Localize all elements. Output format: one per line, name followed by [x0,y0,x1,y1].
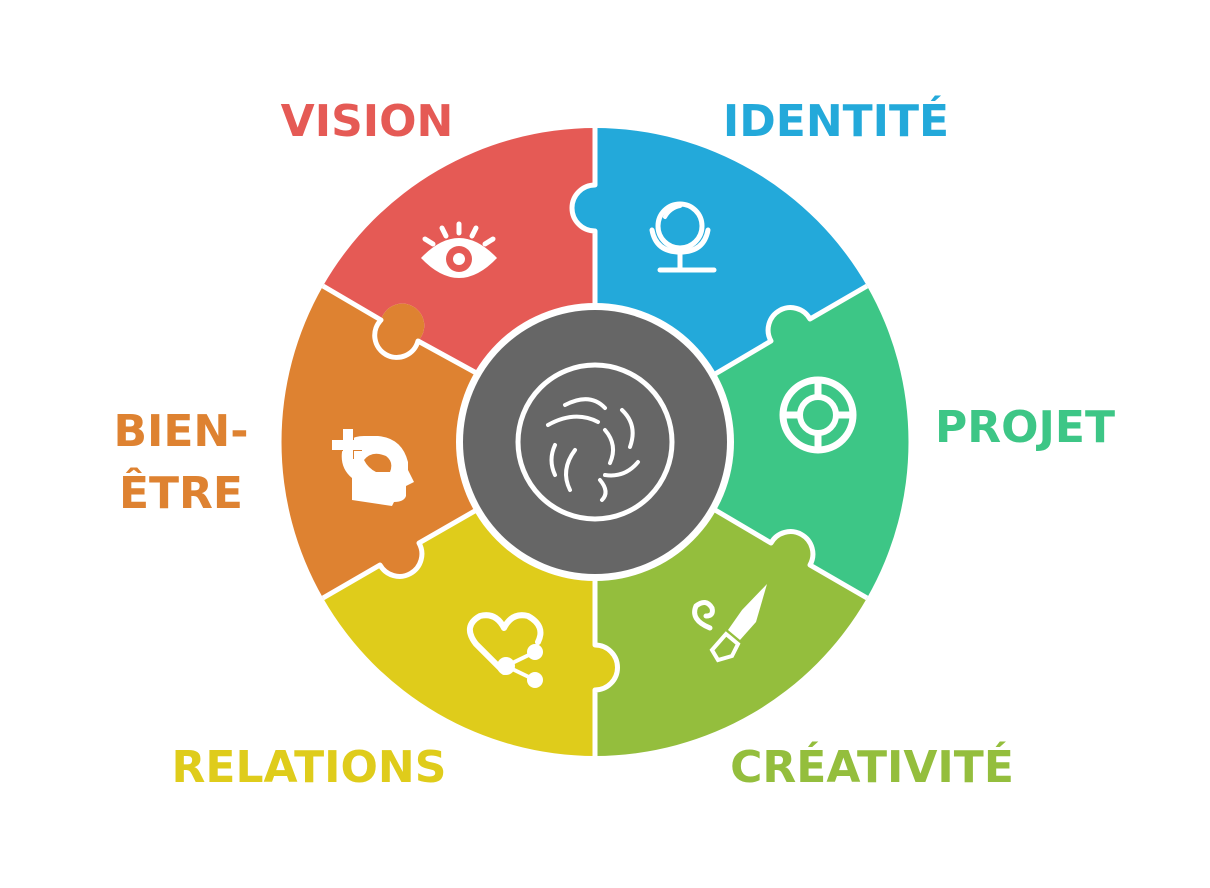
segment-labels: VISION IDENTITÉ PROJET CRÉATIVITÉ RELATI… [113,94,1115,793]
label-bien-etre-line2: ÊTRE [119,466,243,519]
spiral-icon [546,397,640,502]
label-creativite: CRÉATIVITÉ [730,740,1014,793]
heart-share-icon [467,612,544,688]
head-plus-icon [332,429,414,506]
label-bien-etre-line1: BIEN- [113,406,248,457]
segment-seams [321,128,869,756]
segment-projet [710,286,909,598]
target-icon [779,376,857,454]
center-disc [463,310,727,574]
brush-icon [692,584,767,663]
label-relations: RELATIONS [172,742,447,793]
label-projet: PROJET [935,402,1115,453]
mirror-icon [649,201,717,273]
label-identite: IDENTITÉ [723,94,949,147]
label-vision: VISION [281,96,454,147]
eye-icon [421,221,497,278]
